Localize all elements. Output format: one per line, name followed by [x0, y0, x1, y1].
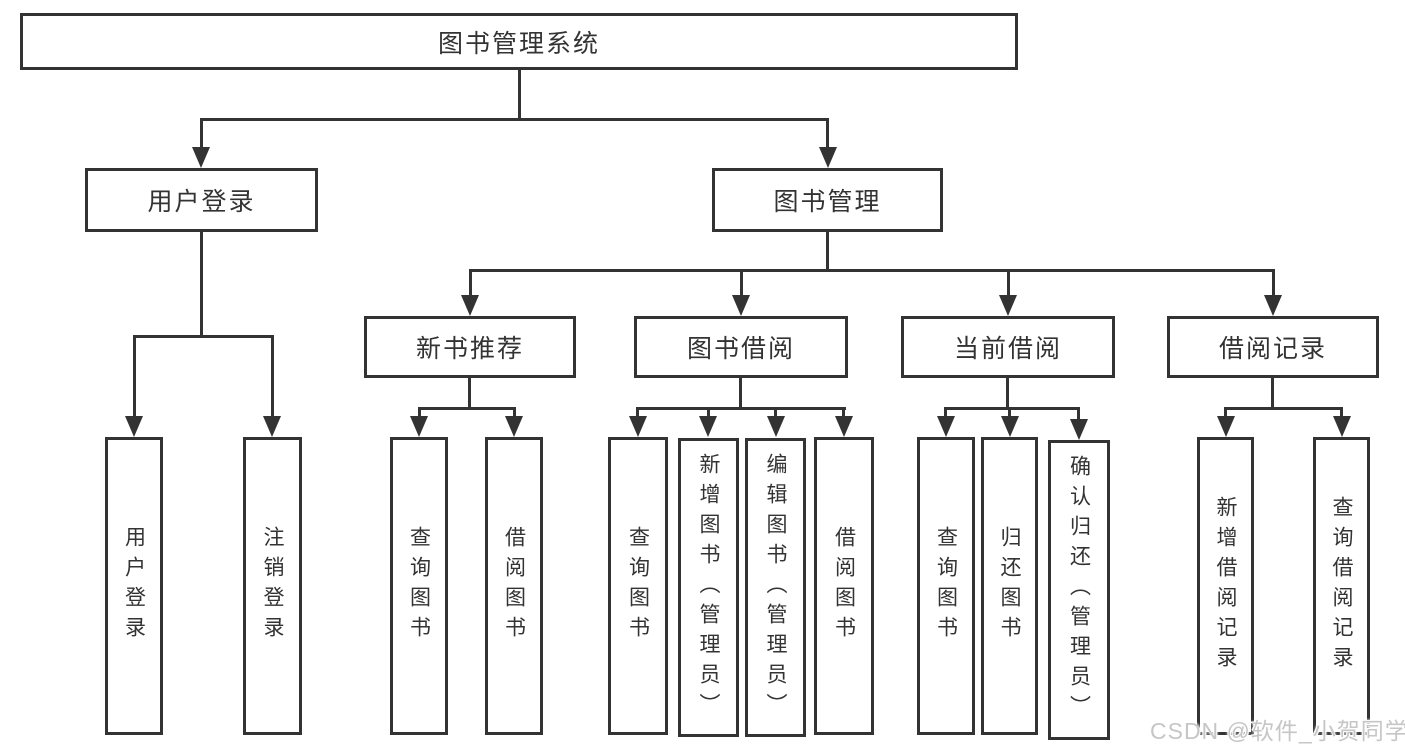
arrowhead-leaf	[699, 416, 717, 437]
leaf-label: 新增图书（管理员）	[697, 452, 720, 723]
leaf-user-login: 用户登录	[105, 437, 163, 735]
leaf-borrow-books-recommend: 借阅图书	[485, 437, 543, 735]
connector-current-borrow-branch	[944, 407, 1080, 410]
connector-to-leaf	[774, 407, 777, 417]
leaf-label: 借阅图书	[502, 526, 526, 646]
leaf-label: 查询借阅记录	[1330, 496, 1353, 676]
connector-to-borrow-records	[1272, 269, 1275, 297]
node-label: 图书管理	[773, 188, 882, 216]
connector-to-leaf	[418, 407, 421, 417]
connector-current-borrow-stem	[1006, 378, 1009, 410]
csdn-watermark: CSDN @软件_小贺同学	[1150, 718, 1405, 744]
connector-new-book-branch	[418, 407, 515, 410]
leaf-label: 借阅图书	[832, 526, 856, 646]
connector-root-stem	[518, 70, 521, 120]
connector-to-leaf	[636, 407, 639, 417]
leaf-label: 归还图书	[998, 526, 1021, 646]
connector-to-leaf-logout	[271, 335, 274, 417]
leaf-label: 查询图书	[934, 526, 958, 646]
connector-to-leaf	[707, 407, 710, 417]
arrowhead-leaf-logout	[263, 416, 281, 437]
arrowhead-current-borrow	[999, 295, 1017, 316]
arrowhead-leaf	[1333, 416, 1351, 437]
connector-to-leaf	[944, 407, 947, 417]
leaf-label: 查询图书	[626, 526, 650, 646]
arrowhead-leaf	[835, 416, 853, 437]
leaf-add-books-admin: 新增图书（管理员）	[678, 438, 739, 737]
connector-to-user-login	[200, 118, 203, 150]
node-library-management-system: 图书管理系统	[20, 13, 1018, 70]
arrowhead-user-login	[192, 147, 210, 168]
leaf-logout: 注销登录	[243, 437, 302, 735]
connector-to-book-management	[826, 118, 829, 150]
arrowhead-leaf	[937, 416, 955, 437]
arrowhead-borrow-records	[1264, 295, 1282, 316]
connector-to-leaf	[1008, 407, 1011, 417]
arrowhead-book-borrow	[732, 295, 750, 316]
node-user-login: 用户登录	[85, 168, 318, 232]
node-current-borrow: 当前借阅	[901, 316, 1115, 378]
leaf-add-borrow-record: 新增借阅记录	[1197, 437, 1254, 735]
arrowhead-book-management	[819, 147, 837, 168]
connector-borrow-records-branch	[1224, 407, 1343, 410]
node-book-management: 图书管理	[712, 168, 943, 232]
connector-to-book-borrow	[740, 269, 743, 297]
node-label: 借阅记录	[1218, 335, 1327, 363]
node-new-book-recommend: 新书推荐	[364, 316, 576, 378]
node-label: 当前借阅	[953, 335, 1062, 363]
node-label: 图书管理系统	[437, 29, 600, 58]
connector-to-leaf-user-login	[133, 335, 136, 417]
leaf-label: 注销登录	[261, 526, 284, 646]
leaf-return-books: 归还图书	[981, 437, 1038, 735]
connector-book-management-branch	[469, 269, 1275, 272]
leaf-label: 新增借阅记录	[1214, 496, 1237, 676]
node-label: 用户登录	[147, 188, 256, 216]
arrowhead-leaf-user-login	[125, 416, 143, 437]
connector-book-borrow-stem	[739, 378, 742, 410]
connector-to-current-borrow	[1007, 269, 1010, 297]
connector-to-leaf	[513, 407, 516, 417]
arrowhead-leaf	[1217, 416, 1235, 437]
leaf-label: 确认归还（管理员）	[1067, 455, 1091, 725]
arrowhead-leaf	[505, 416, 523, 437]
connector-to-new-book	[469, 269, 472, 297]
node-borrow-records: 借阅记录	[1167, 316, 1379, 378]
arrowhead-leaf	[410, 416, 428, 437]
node-book-borrow: 图书借阅	[634, 316, 848, 378]
connector-user-login-branch	[133, 335, 274, 338]
connector-new-book-stem	[468, 378, 471, 410]
leaf-label: 用户登录	[122, 526, 146, 646]
leaf-confirm-return-admin: 确认归还（管理员）	[1048, 440, 1110, 740]
connector-to-leaf	[1224, 407, 1227, 417]
node-label: 图书借阅	[686, 335, 795, 363]
leaf-query-borrow-record: 查询借阅记录	[1313, 437, 1370, 735]
connector-user-login-stem	[200, 232, 203, 337]
connector-book-borrow-branch	[636, 407, 846, 410]
connector-to-leaf	[1077, 407, 1080, 420]
connector-borrow-records-stem	[1271, 378, 1274, 410]
arrowhead-leaf	[629, 416, 647, 437]
connector-root-branch	[200, 118, 829, 121]
leaf-label: 编辑图书（管理员）	[764, 452, 787, 723]
leaf-query-books-recommend: 查询图书	[390, 437, 448, 735]
arrowhead-leaf	[767, 416, 785, 437]
node-label: 新书推荐	[415, 335, 524, 363]
connector-to-leaf	[1340, 407, 1343, 417]
connector-to-leaf	[842, 407, 845, 417]
connector-book-management-stem	[826, 232, 829, 272]
arrowhead-leaf	[1001, 416, 1019, 437]
leaf-label: 查询图书	[407, 526, 431, 646]
arrowhead-new-book	[461, 295, 479, 316]
leaf-edit-books-admin: 编辑图书（管理员）	[745, 438, 806, 737]
leaf-query-books-borrow: 查询图书	[608, 437, 668, 735]
leaf-query-books-current: 查询图书	[917, 437, 975, 735]
leaf-borrow-books: 借阅图书	[814, 437, 874, 735]
arrowhead-leaf	[1070, 419, 1088, 440]
